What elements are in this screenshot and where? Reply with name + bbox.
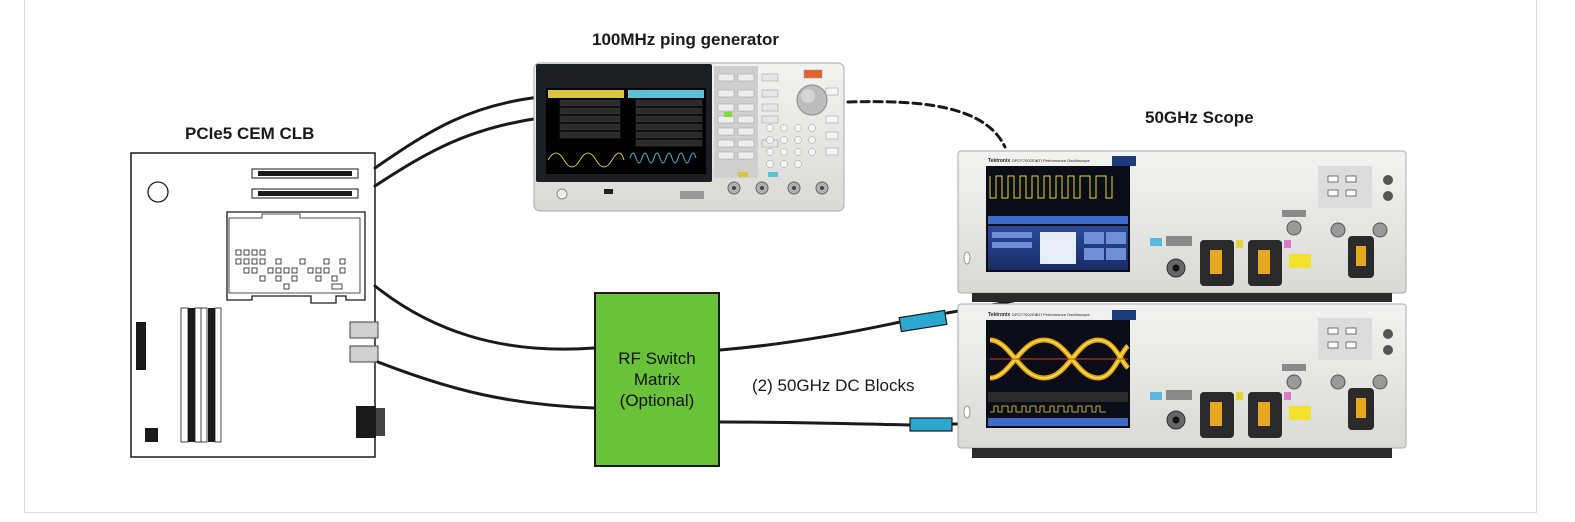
rf-switch-matrix: RF Switch Matrix (Optional) (594, 292, 720, 467)
dc-blocks-label: (2) 50GHz DC Blocks (752, 376, 915, 395)
svg-text:DPO77002SX: DPO77002SX (1012, 312, 1037, 317)
scope2-brand: Tektronix (988, 312, 1010, 318)
rf-switch-line-2: Matrix (633, 370, 681, 389)
clb-board (130, 152, 385, 458)
scope1-brand: Tektronix (988, 158, 1010, 164)
svg-text:AFG31000 SERIES: AFG31000 SERIES (620, 73, 652, 77)
function-generator: Tektronix AFG31000 SERIES ARBITRARY FUNC… (533, 62, 845, 212)
cable-clb-to-gen-1 (373, 95, 542, 170)
clb-label: PCIe5 CEM CLB (185, 124, 315, 143)
scope-unit-bottom: Tektronix DPO77002SX ATI Performance Osc… (957, 303, 1407, 458)
rf-switch-line-3: (Optional) (619, 391, 695, 410)
dc-block-2 (909, 417, 953, 432)
scope-unit-top: Tektronix DPO77002SX ATI Performance Osc… (957, 150, 1407, 302)
svg-text:ATI Performance Oscilloscope: ATI Performance Oscilloscope (1036, 312, 1090, 317)
gen-brand: Tektronix (546, 72, 573, 78)
cable-clb-to-gen-2 (373, 116, 542, 188)
cable-rf-to-block-1 (718, 320, 902, 352)
svg-text:ARBITRARY FUNCTION GENERATOR: ARBITRARY FUNCTION GENERATOR (654, 73, 711, 77)
svg-text:DPO77002SX: DPO77002SX (1012, 158, 1037, 163)
scope-label: 50GHz Scope (1145, 108, 1254, 127)
diagram-frame (24, 0, 1537, 513)
svg-text:ATI Performance Oscilloscope: ATI Performance Oscilloscope (1036, 158, 1090, 163)
cable-clb-to-rf-2 (376, 360, 596, 410)
generator-label: 100MHz ping generator (592, 30, 780, 49)
rf-switch-line-1: RF Switch (618, 349, 696, 368)
sync-cable-dashed (846, 100, 1007, 149)
cable-clb-to-rf-1 (373, 284, 596, 351)
dc-block-1 (898, 309, 948, 333)
cable-rf-to-block-2 (718, 420, 912, 427)
